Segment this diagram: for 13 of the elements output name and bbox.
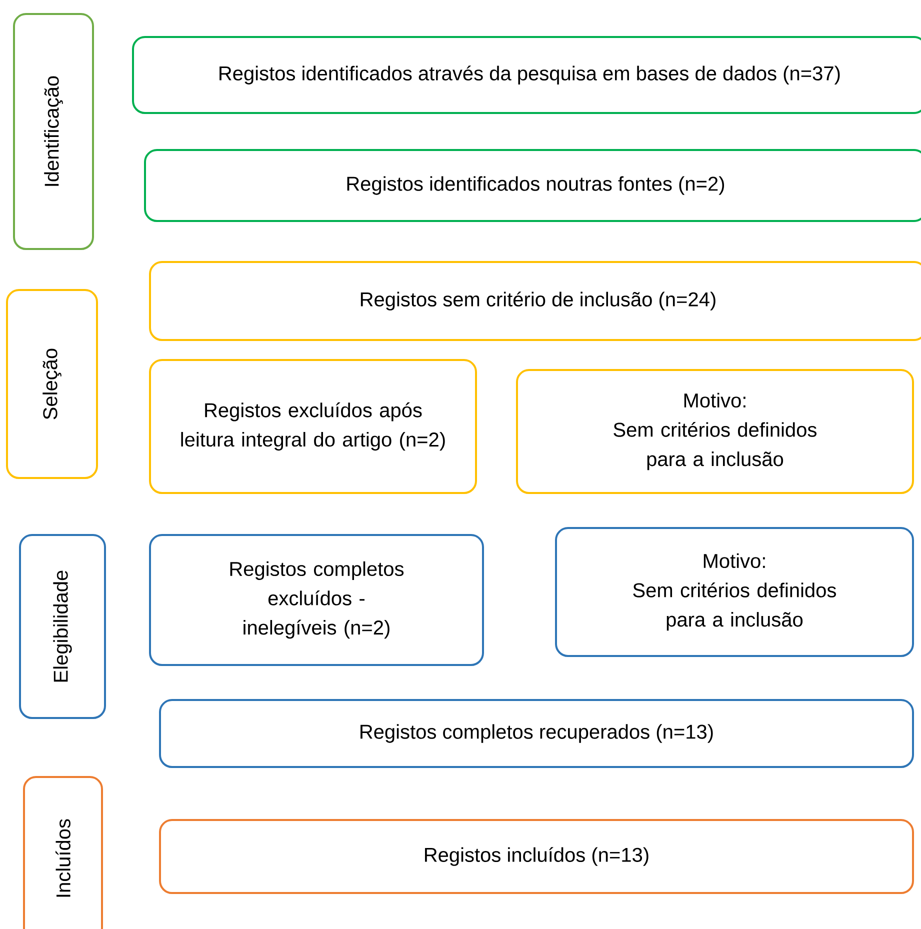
process-box: Registos incluídos (n=13)	[159, 819, 914, 894]
reason-box: Motivo: Sem critérios definidos para a inclusão	[516, 369, 914, 494]
stage-box: Identificação	[13, 13, 94, 250]
process-box: Registos sem critério de inclusão (n=24)	[149, 261, 921, 341]
stage-box: Elegibilidade	[19, 534, 106, 719]
process-box: Registos excluídos após leitura integral do artigo (n=2)	[149, 359, 477, 494]
process-box: Registos identificados através da pesquisa em bases de dados (n=37)	[132, 36, 921, 114]
reason-box: Motivo: Sem critérios definidos para a inclusão	[555, 527, 914, 657]
process-box: Registos completos excluídos - inelegíveis (n=2)	[149, 534, 484, 666]
process-box: Registos completos recuperados (n=13)	[159, 699, 914, 768]
stage-box: Incluídos	[23, 776, 103, 929]
stage-box: Seleção	[6, 289, 98, 479]
process-box: Registos identificados noutras fontes (n=2)	[144, 149, 921, 222]
